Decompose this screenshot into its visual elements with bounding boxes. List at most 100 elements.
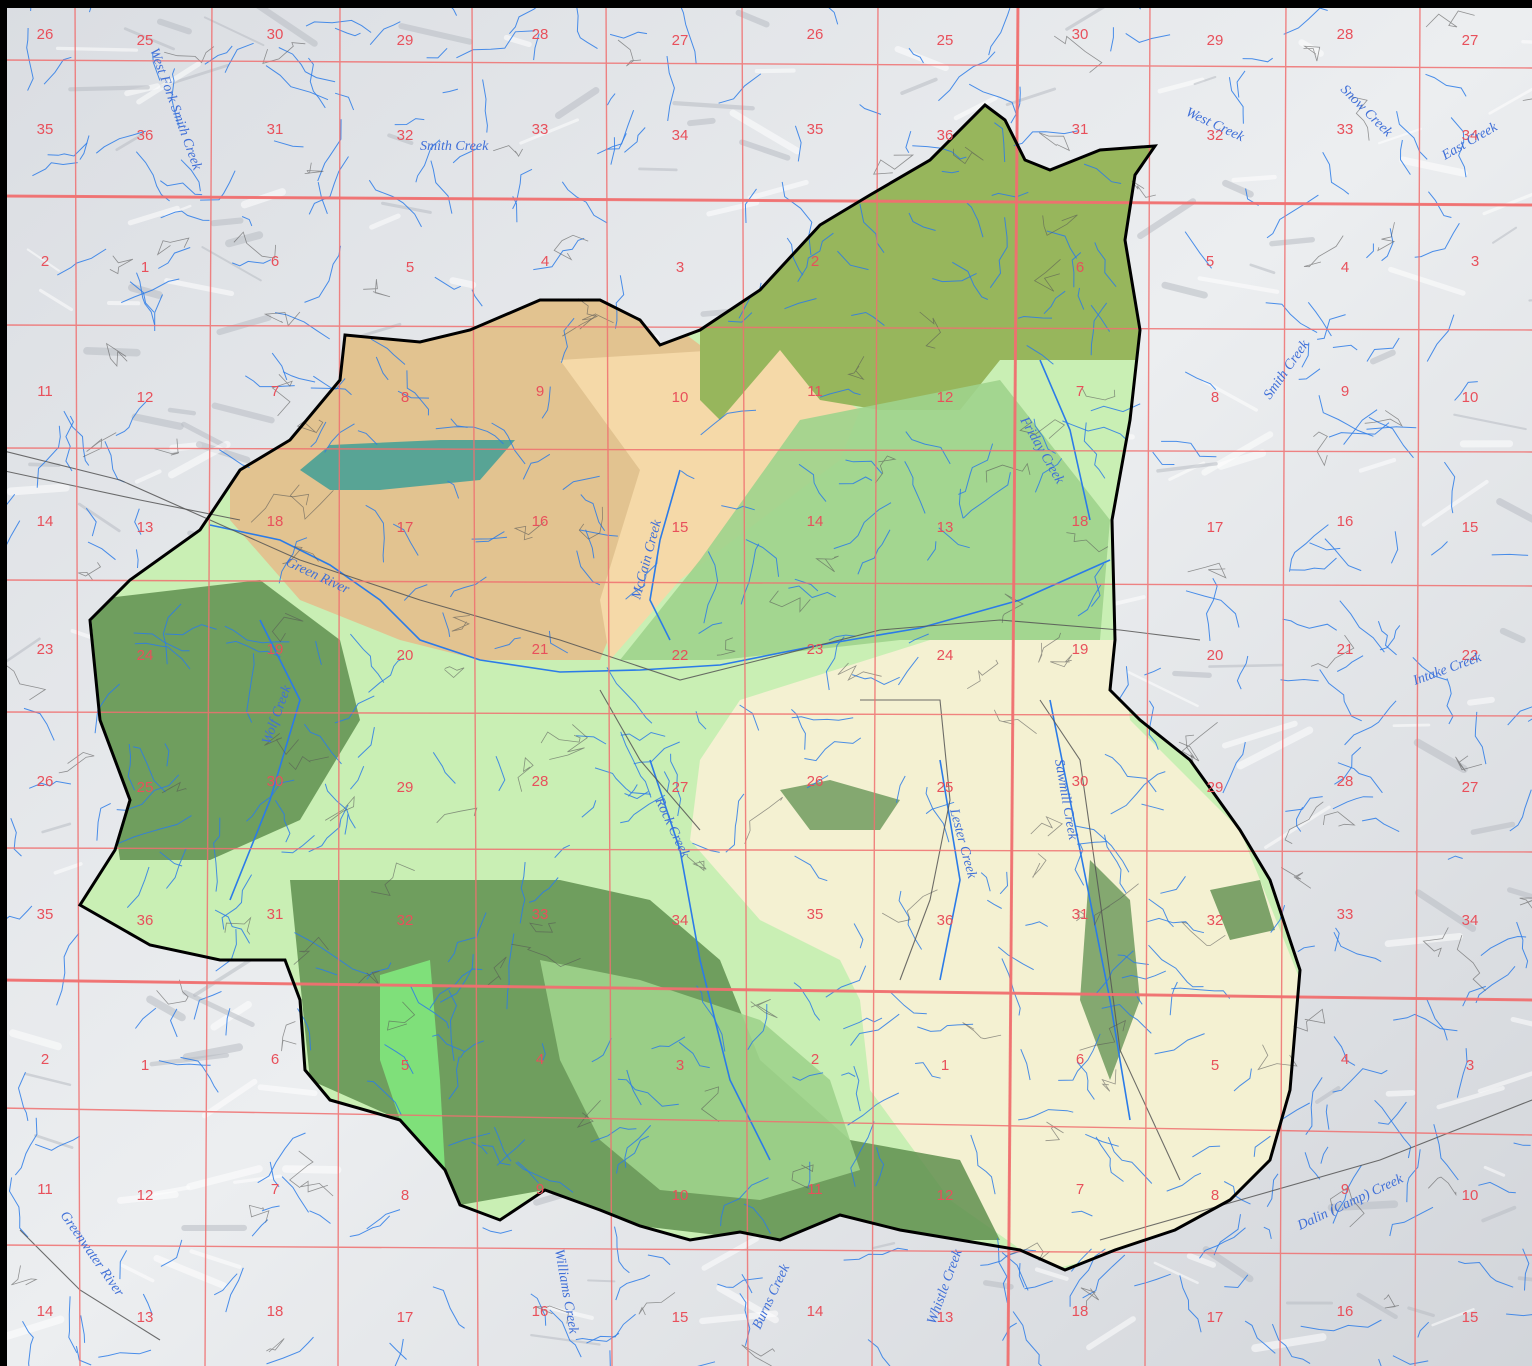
stream-segment: [988, 7, 1011, 56]
zone-pale-tan: [560, 345, 860, 660]
relief-stroke: [210, 217, 244, 227]
stream-segment: [1454, 381, 1478, 401]
stream-segment: [496, 1139, 526, 1166]
stream-segment: [562, 475, 600, 491]
stream-segment: [29, 780, 71, 789]
road-line: [815, 555, 839, 573]
stream-segment: [897, 656, 919, 686]
stream-segment: [609, 1350, 611, 1366]
stream-segment: [366, 1209, 401, 1230]
stream-segment: [1147, 917, 1205, 934]
stream-segment: [1516, 921, 1529, 969]
stream-segment: [117, 815, 192, 845]
relief-stroke: [182, 989, 255, 1028]
stream-segment: [308, 57, 326, 109]
stream-segment: [164, 743, 170, 767]
relief-stroke: [216, 314, 272, 336]
stream-segment: [135, 1007, 157, 1029]
section-number-label: 1: [141, 1057, 149, 1074]
stream-segment: [432, 1286, 465, 1329]
relief-stroke: [201, 246, 262, 282]
relief-stroke: [1470, 821, 1516, 835]
stream-segment: [460, 1040, 485, 1058]
stream-segment: [65, 415, 74, 472]
stream-segment: [651, 1036, 686, 1050]
road-line: [250, 493, 310, 523]
road-line: [1329, 1186, 1365, 1228]
stream-segment: [1185, 590, 1240, 628]
stream-segment: [1336, 655, 1364, 672]
stream-segment: [127, 743, 136, 791]
road-line: [966, 659, 999, 690]
relief-stroke: [1156, 462, 1218, 473]
stream-segment: [305, 19, 372, 33]
stream-segment: [471, 1141, 488, 1155]
section-number-label: 21: [1337, 641, 1354, 658]
road-line: [487, 956, 507, 986]
creek-label: Smith Creek: [420, 139, 489, 154]
relief-stroke: [38, 288, 73, 312]
stream-segment: [1333, 1036, 1356, 1066]
stream-segment: [1242, 57, 1273, 63]
section-number-label: 30: [1072, 773, 1089, 790]
section-number-label: 23: [37, 641, 54, 658]
relief-stroke: [1399, 156, 1468, 177]
road-line: [1094, 883, 1139, 926]
zone-olive: [700, 105, 1160, 420]
stream-segment: [389, 1342, 407, 1360]
relief-stroke: [1186, 1253, 1216, 1268]
relief-stroke: [1249, 263, 1276, 275]
stream-segment: [932, 272, 977, 283]
stream-segment: [626, 1069, 642, 1106]
stream-segment: [1160, 876, 1186, 894]
section-number-label: 25: [937, 779, 954, 796]
stream-segment: [447, 912, 487, 963]
section-number-label: 17: [397, 519, 414, 536]
section-number-label: 14: [37, 513, 54, 530]
stream-segment: [617, 1078, 679, 1107]
stream-segment: [432, 1034, 465, 1053]
road-line: [1350, 96, 1370, 141]
relief-stroke: [134, 469, 162, 484]
relief-stroke: [1202, 1246, 1254, 1283]
stream-segment: [133, 632, 190, 652]
section-number-label: 4: [541, 253, 549, 270]
road-line: [638, 1292, 676, 1316]
stream-segment: [1334, 746, 1362, 785]
section-number-label: 5: [1206, 253, 1214, 270]
relief-stroke: [1197, 276, 1280, 294]
stream-segment: [1450, 117, 1467, 178]
section-number-label: 10: [1462, 389, 1479, 406]
relief-stroke: [189, 1249, 242, 1269]
road-line: [224, 916, 252, 935]
watershed-boundary[interactable]: [77, 103, 1302, 1272]
stream-segment: [1152, 451, 1175, 465]
section-number-label: 30: [267, 26, 284, 43]
relief-stroke: [953, 95, 998, 121]
stream-segment: [917, 1023, 974, 1032]
stream-segment: [853, 1065, 861, 1112]
stream-segment: [136, 272, 156, 326]
section-number-label: 4: [1341, 259, 1349, 276]
stream-segment: [409, 985, 450, 1029]
road-line: [540, 731, 581, 744]
stream-segment: [1095, 950, 1134, 995]
relief-stroke: [1034, 1267, 1069, 1281]
road-line: [58, 751, 95, 774]
road-line: [436, 807, 478, 824]
section-number-label: 17: [1207, 519, 1224, 536]
section-number-label: 31: [267, 121, 284, 138]
stream-segment: [1026, 344, 1054, 365]
stream-segment: [375, 356, 389, 381]
section-number-label: 3: [1471, 253, 1479, 270]
relief-stroke: [131, 413, 184, 430]
stream-segment: [273, 140, 304, 148]
stream-segment: [1480, 935, 1527, 956]
section-number-label: 33: [1337, 121, 1354, 138]
stream-segment: [95, 130, 146, 154]
road-line: [791, 1164, 814, 1189]
section-number-label: 16: [532, 1303, 549, 1320]
stream-segment: [162, 603, 182, 665]
section-number-label: 17: [397, 1309, 414, 1326]
